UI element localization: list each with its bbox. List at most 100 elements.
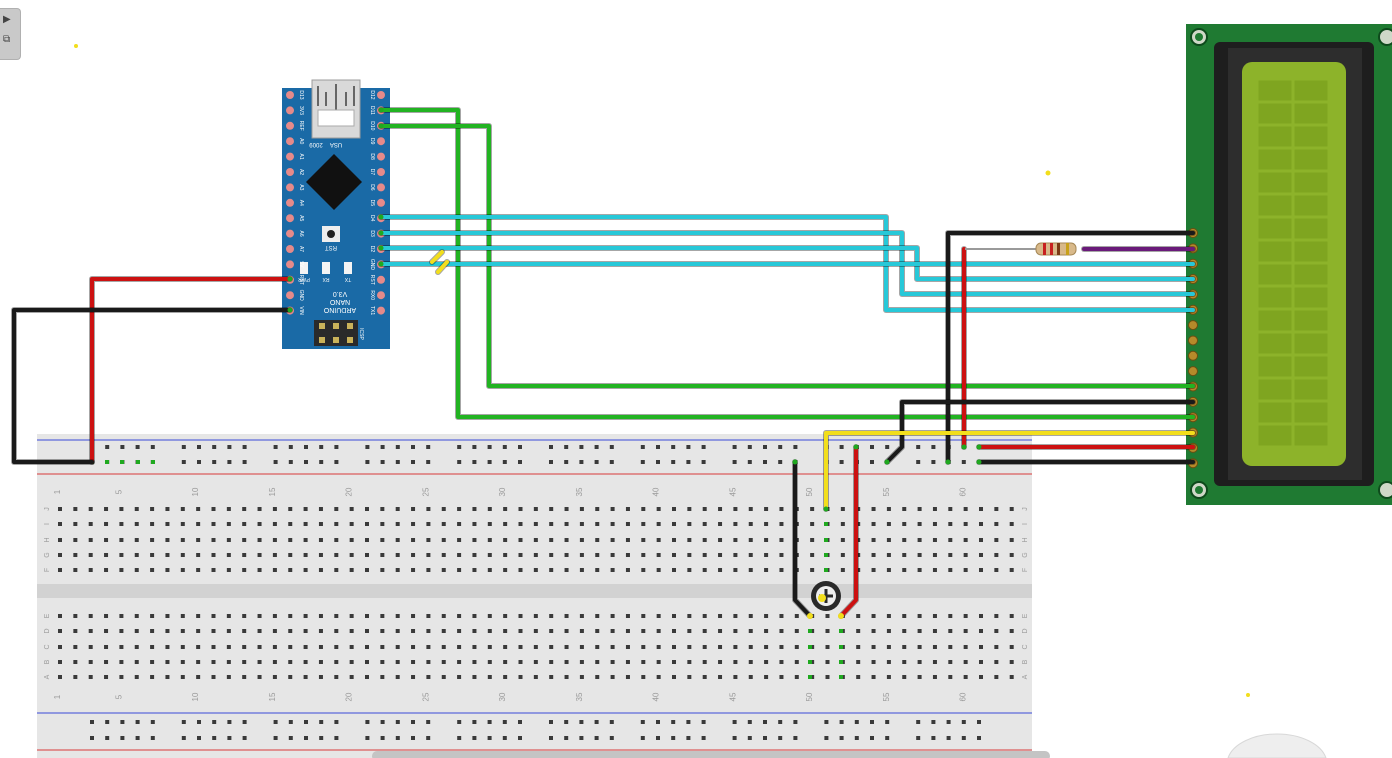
rail-hole[interactable]	[656, 445, 660, 449]
wire-endpoint[interactable]	[378, 123, 384, 129]
rail-hole[interactable]	[656, 460, 660, 464]
breadboard-hole[interactable]	[441, 614, 446, 618]
rail-hole[interactable]	[288, 736, 293, 740]
breadboard-hole[interactable]	[395, 645, 400, 649]
breadboard-hole[interactable]	[917, 614, 922, 618]
breadboard-hole[interactable]	[687, 660, 692, 664]
breadboard-hole[interactable]	[932, 645, 937, 649]
breadboard-hole[interactable]	[487, 538, 492, 542]
breadboard-hole[interactable]	[994, 660, 999, 664]
breadboard-hole[interactable]	[119, 660, 124, 664]
breadboard-hole[interactable]	[119, 507, 124, 511]
breadboard-hole[interactable]	[165, 645, 170, 649]
breadboard-hole[interactable]	[457, 614, 462, 618]
rail-hole[interactable]	[411, 736, 415, 740]
breadboard-hole[interactable]	[134, 538, 139, 542]
breadboard-hole[interactable]	[441, 553, 446, 557]
rail-hole[interactable]	[732, 736, 737, 740]
breadboard-hole[interactable]	[518, 568, 523, 572]
rail-hole[interactable]	[411, 460, 415, 464]
rail-hole[interactable]	[656, 720, 660, 724]
breadboard-hole[interactable]	[871, 660, 876, 664]
breadboard-hole[interactable]	[794, 660, 799, 664]
breadboard-hole[interactable]	[119, 614, 124, 618]
breadboard-hole[interactable]	[196, 660, 201, 664]
wire-endpoint[interactable]	[961, 444, 967, 450]
breadboard-hole[interactable]	[349, 660, 354, 664]
breadboard-hole[interactable]	[303, 629, 308, 633]
rail-hole[interactable]	[701, 460, 706, 464]
breadboard-hole[interactable]	[288, 568, 293, 572]
breadboard-hole[interactable]	[73, 614, 78, 618]
breadboard-hole[interactable]	[610, 568, 615, 572]
rail-hole[interactable]	[457, 720, 462, 724]
breadboard-hole[interactable]	[211, 568, 216, 572]
breadboard-hole[interactable]	[948, 675, 953, 679]
breadboard-hole[interactable]	[257, 553, 262, 557]
breadboard-hole[interactable]	[134, 675, 139, 679]
rail-hole[interactable]	[671, 445, 676, 449]
breadboard-hole[interactable]	[672, 645, 676, 649]
breadboard-hole[interactable]	[825, 660, 830, 664]
rail-hole[interactable]	[380, 460, 385, 464]
rail-hole[interactable]	[197, 720, 201, 724]
rail-hole[interactable]	[747, 736, 752, 740]
rail-hole[interactable]	[824, 736, 829, 740]
breadboard-hole[interactable]	[334, 568, 339, 572]
rail-hole[interactable]	[304, 460, 308, 464]
breadboard-hole[interactable]	[196, 675, 201, 679]
breadboard-hole[interactable]	[334, 553, 339, 557]
breadboard-hole[interactable]	[871, 568, 876, 572]
rail-hole[interactable]	[273, 736, 278, 740]
breadboard-hole[interactable]	[856, 538, 861, 542]
breadboard-hole[interactable]	[334, 660, 339, 664]
breadboard-hole[interactable]	[58, 568, 62, 572]
breadboard-hole[interactable]	[73, 645, 78, 649]
rail-hole[interactable]	[135, 720, 140, 724]
breadboard-hole[interactable]	[411, 522, 416, 526]
breadboard-hole[interactable]	[150, 614, 155, 618]
arduino-pin-a1[interactable]	[286, 152, 294, 161]
breadboard-hole[interactable]	[672, 675, 676, 679]
breadboard-hole[interactable]	[533, 507, 538, 511]
breadboard-hole[interactable]	[242, 675, 247, 679]
breadboard-hole[interactable]	[211, 675, 216, 679]
rail-hole[interactable]	[135, 445, 140, 449]
rail-hole[interactable]	[197, 445, 201, 449]
breadboard-hole[interactable]	[472, 629, 477, 633]
breadboard-hole[interactable]	[457, 553, 462, 557]
breadboard-hole[interactable]	[994, 629, 999, 633]
breadboard-hole[interactable]	[457, 522, 462, 526]
breadboard-hole[interactable]	[487, 660, 492, 664]
breadboard-hole[interactable]	[73, 629, 78, 633]
breadboard-hole[interactable]	[625, 645, 630, 649]
breadboard-hole[interactable]	[411, 629, 416, 633]
breadboard-hole[interactable]	[748, 507, 753, 511]
breadboard-hole[interactable]	[334, 629, 339, 633]
breadboard-hole[interactable]	[411, 660, 416, 664]
rail-hole[interactable]	[227, 460, 232, 464]
rail-hole[interactable]	[472, 445, 477, 449]
breadboard-hole[interactable]	[886, 538, 891, 542]
breadboard-hole[interactable]	[211, 553, 216, 557]
breadboard-hole[interactable]	[380, 553, 385, 557]
breadboard-hole[interactable]	[779, 614, 784, 618]
breadboard-hole[interactable]	[58, 538, 62, 542]
horizontal-scrollbar[interactable]	[372, 751, 1050, 758]
breadboard-hole[interactable]	[395, 629, 400, 633]
breadboard-hole[interactable]	[641, 675, 646, 679]
breadboard-hole[interactable]	[902, 538, 907, 542]
rail-hole[interactable]	[181, 445, 186, 449]
breadboard-hole[interactable]	[748, 614, 753, 618]
rail-hole[interactable]	[426, 736, 431, 740]
breadboard-hole[interactable]	[257, 660, 262, 664]
breadboard-hole[interactable]	[579, 645, 584, 649]
breadboard-hole[interactable]	[88, 660, 93, 664]
breadboard-hole[interactable]	[825, 675, 830, 679]
breadboard-hole[interactable]	[242, 553, 247, 557]
breadboard-hole[interactable]	[288, 629, 293, 633]
breadboard-hole[interactable]	[718, 538, 723, 542]
breadboard-hole[interactable]	[641, 645, 646, 649]
breadboard-hole[interactable]	[349, 629, 354, 633]
breadboard-hole[interactable]	[733, 507, 738, 511]
